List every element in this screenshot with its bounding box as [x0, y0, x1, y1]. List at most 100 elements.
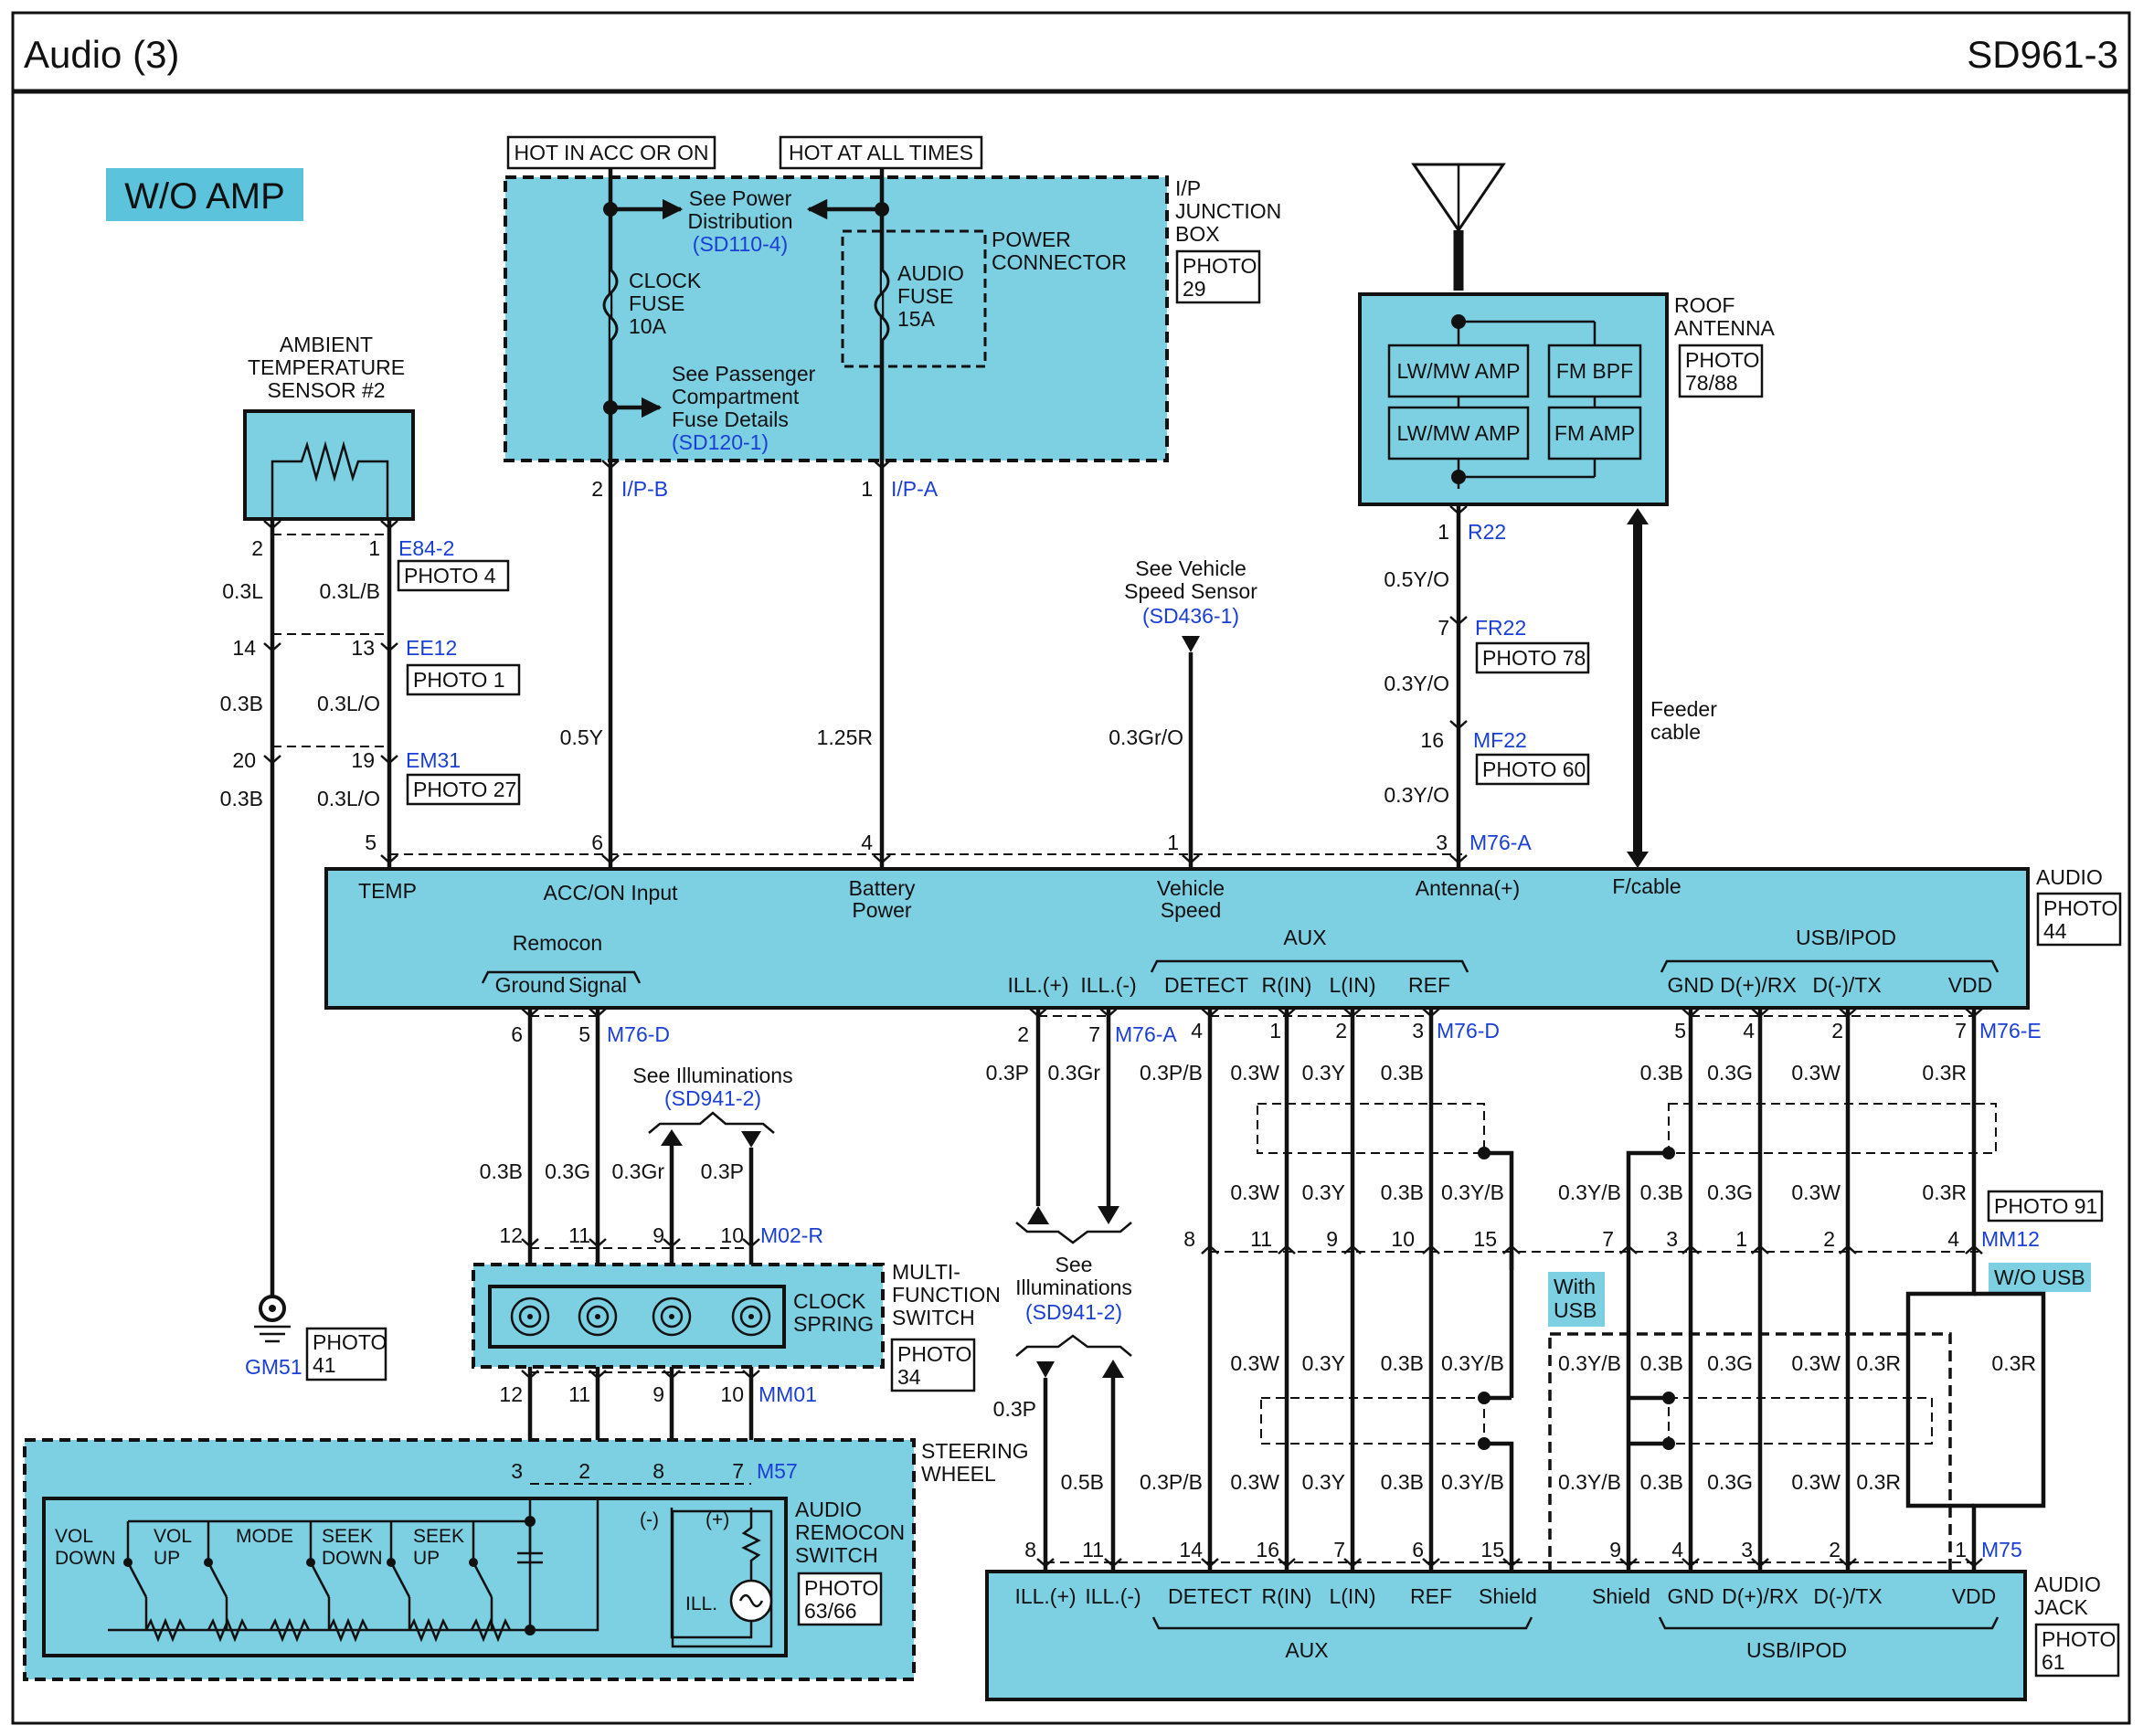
svg-text:2: 2: [591, 477, 603, 501]
svg-text:2: 2: [1829, 1538, 1841, 1561]
connector-ee12[interactable]: EE12: [406, 636, 457, 660]
svg-text:2: 2: [1823, 1227, 1835, 1251]
svg-text:0.3Y/B: 0.3Y/B: [1558, 1351, 1621, 1375]
svg-text:Battery: Battery: [849, 876, 916, 900]
svg-text:Speed: Speed: [1161, 898, 1222, 922]
svg-text:0.3Y/B: 0.3Y/B: [1441, 1470, 1504, 1494]
svg-text:REMOCON: REMOCON: [795, 1520, 905, 1544]
svg-text:SENSOR #2: SENSOR #2: [267, 378, 385, 402]
svg-text:MULTI-: MULTI-: [892, 1260, 960, 1284]
see-power-ref[interactable]: (SD110-4): [693, 232, 788, 256]
svg-text:BOX: BOX: [1175, 222, 1220, 246]
connector-m76d-aux[interactable]: M76-D: [1437, 1019, 1500, 1043]
connector-m75[interactable]: M75: [1981, 1538, 2022, 1561]
connector-m76d[interactable]: M76-D: [607, 1022, 670, 1046]
svg-text:11: 11: [1250, 1227, 1272, 1251]
svg-text:0.3W: 0.3W: [1230, 1470, 1279, 1494]
connector-mf22[interactable]: MF22: [1473, 728, 1527, 752]
svg-text:0.3P: 0.3P: [993, 1397, 1036, 1421]
svg-text:1: 1: [1955, 1538, 1967, 1561]
svg-text:0.3Gr/O: 0.3Gr/O: [1109, 725, 1183, 749]
lw-mw-amp-2: [1387, 406, 1530, 460]
svg-text:0.3L/O: 0.3L/O: [317, 692, 380, 715]
see-illum-ref-1[interactable]: (SD941-2): [664, 1086, 761, 1110]
svg-text:15: 15: [1473, 1227, 1497, 1251]
connector-em31[interactable]: EM31: [406, 748, 461, 772]
svg-text:ANTENNA: ANTENNA: [1674, 316, 1776, 340]
see-passenger-ref[interactable]: (SD120-1): [672, 430, 769, 454]
connector-ipb[interactable]: I/P-B: [621, 477, 668, 501]
connector-m57[interactable]: M57: [757, 1459, 798, 1483]
svg-text:Compartment: Compartment: [672, 385, 800, 408]
connector-ipa[interactable]: I/P-A: [891, 477, 939, 501]
svg-text:FUNCTION: FUNCTION: [892, 1283, 1001, 1307]
svg-text:D(-)/TX: D(-)/TX: [1812, 973, 1881, 997]
ip-junction-box: [504, 175, 1169, 462]
svg-text:See Power: See Power: [689, 186, 792, 210]
svg-text:4: 4: [1191, 1019, 1203, 1043]
ground-gm51[interactable]: GM51: [245, 1355, 302, 1379]
svg-text:0.3W: 0.3W: [1230, 1351, 1279, 1375]
svg-text:0.3W: 0.3W: [1791, 1470, 1841, 1494]
svg-text:6: 6: [1412, 1538, 1424, 1561]
svg-text:AUX: AUX: [1283, 926, 1326, 949]
svg-text:VOL: VOL: [154, 1526, 192, 1547]
svg-text:R(IN): R(IN): [1262, 1584, 1312, 1608]
svg-text:0.3G: 0.3G: [545, 1159, 590, 1183]
svg-text:PHOTO: PHOTO: [804, 1576, 878, 1600]
svg-text:5: 5: [1674, 1019, 1686, 1043]
svg-text:2: 2: [1335, 1019, 1347, 1043]
connector-e842[interactable]: E84-2: [398, 536, 454, 560]
svg-text:7: 7: [1955, 1019, 1967, 1043]
svg-text:GND: GND: [1667, 1584, 1713, 1608]
power-connector-box: [841, 229, 987, 368]
svg-text:Ground: Ground: [495, 973, 566, 997]
svg-text:PHOTO 27: PHOTO 27: [413, 778, 516, 801]
svg-text:0.3L: 0.3L: [222, 579, 263, 603]
svg-text:JUNCTION: JUNCTION: [1175, 199, 1281, 223]
svg-text:FUSE: FUSE: [897, 284, 953, 308]
svg-text:TEMPERATURE: TEMPERATURE: [248, 355, 405, 379]
svg-text:PHOTO 78: PHOTO 78: [1482, 646, 1586, 670]
connector-m76a-top[interactable]: M76-A: [1469, 831, 1532, 854]
svg-text:I/P: I/P: [1175, 176, 1201, 200]
svg-text:14: 14: [1179, 1538, 1203, 1561]
svg-text:14: 14: [232, 636, 256, 660]
svg-text:16: 16: [1420, 728, 1444, 752]
svg-text:PHOTO 1: PHOTO 1: [413, 668, 505, 692]
svg-text:0.3Y/B: 0.3Y/B: [1558, 1180, 1621, 1204]
wo-usb-tag: [1989, 1263, 2091, 1292]
antenna-icon: [1411, 163, 1506, 233]
svg-text:AUDIO: AUDIO: [795, 1498, 862, 1521]
svg-text:AUDIO: AUDIO: [897, 261, 964, 285]
connector-fr22[interactable]: FR22: [1475, 616, 1526, 640]
see-illum-ref-2[interactable]: (SD941-2): [1025, 1300, 1122, 1324]
svg-text:4: 4: [1947, 1227, 1959, 1251]
svg-text:10: 10: [720, 1382, 744, 1406]
see-vss-ref[interactable]: (SD436-1): [1142, 604, 1239, 628]
svg-text:8: 8: [1183, 1227, 1195, 1251]
connector-mm01[interactable]: MM01: [759, 1382, 817, 1406]
svg-text:REF: REF: [1410, 1584, 1452, 1608]
connector-m02r[interactable]: M02-R: [760, 1223, 823, 1247]
svg-text:FUSE: FUSE: [629, 291, 684, 315]
svg-text:0.3Gr: 0.3Gr: [1047, 1061, 1100, 1085]
svg-text:PHOTO: PHOTO: [1685, 348, 1759, 372]
svg-text:PHOTO 60: PHOTO 60: [1482, 757, 1586, 781]
svg-text:5: 5: [365, 831, 377, 854]
svg-text:0.3B: 0.3B: [1640, 1180, 1683, 1204]
svg-text:11: 11: [1082, 1538, 1104, 1561]
svg-text:1: 1: [861, 477, 873, 501]
svg-text:7: 7: [1602, 1227, 1614, 1251]
svg-text:L(IN): L(IN): [1329, 973, 1375, 997]
audio-unit-box: [324, 867, 2030, 1010]
svg-text:CLOCK: CLOCK: [793, 1289, 866, 1313]
svg-text:0.3B: 0.3B: [1640, 1470, 1683, 1494]
svg-text:0.3B: 0.3B: [1640, 1351, 1683, 1375]
connector-mm12[interactable]: MM12: [1981, 1227, 2040, 1251]
connector-r22[interactable]: R22: [1468, 520, 1506, 544]
connector-m76e[interactable]: M76-E: [1979, 1019, 2042, 1043]
svg-text:2: 2: [578, 1459, 590, 1483]
svg-text:1: 1: [1167, 831, 1179, 854]
connector-m76a[interactable]: M76-A: [1115, 1022, 1177, 1046]
